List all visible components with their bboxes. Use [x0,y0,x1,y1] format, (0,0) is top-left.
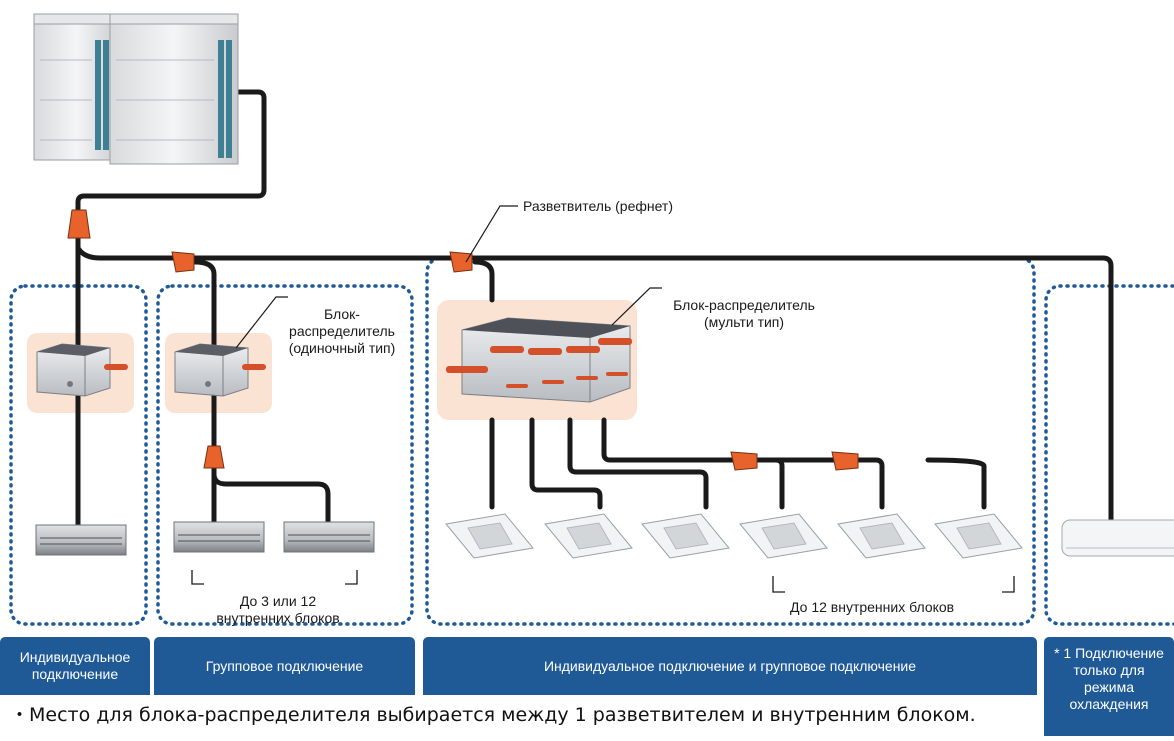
single-flow-box-group [174,343,266,397]
refnet-joint [203,445,225,469]
range-brackets [191,570,1015,593]
outdoor-units [33,13,239,165]
refnet-joint [730,451,758,471]
leader-lines [235,205,662,349]
refnet-joint [449,251,473,273]
single-box-label: Блок- распределитель (одиночный тип) [288,306,396,356]
multi-flow-box [446,317,632,403]
tab-individual: Индивидуальное подключение [0,637,150,695]
group-border-individual [9,284,148,626]
refrigerant-piping [75,89,1114,528]
ducted-indoor-units [35,521,375,556]
refnet-label: Разветвитель (рефнет) [523,198,674,214]
refnet-joint [67,209,91,239]
group-limit-label: До 3 или 12 внутренних блоков [216,593,340,626]
tab-cooling-only: * 1 Подключение только для режима охлажд… [1044,637,1174,736]
wall-mounted-unit [1061,519,1174,557]
tab-mixed: Индивидуальное подключение и групповое п… [423,637,1037,695]
tab-group: Групповое подключение [154,637,415,695]
footnote: ・Место для блока-распределителя выбирает… [10,704,976,726]
multi-limit-label: До 12 внутренних блоков [790,599,955,615]
cassette-indoor-units [445,513,1023,559]
refnet-joint [171,251,195,273]
single-flow-box-individual [36,343,128,397]
multi-box-label: Блок-распределитель (мульти тип) [673,297,815,330]
refnet-joint [831,451,859,471]
group-border-group [156,284,414,626]
refnet-joints [67,209,859,471]
